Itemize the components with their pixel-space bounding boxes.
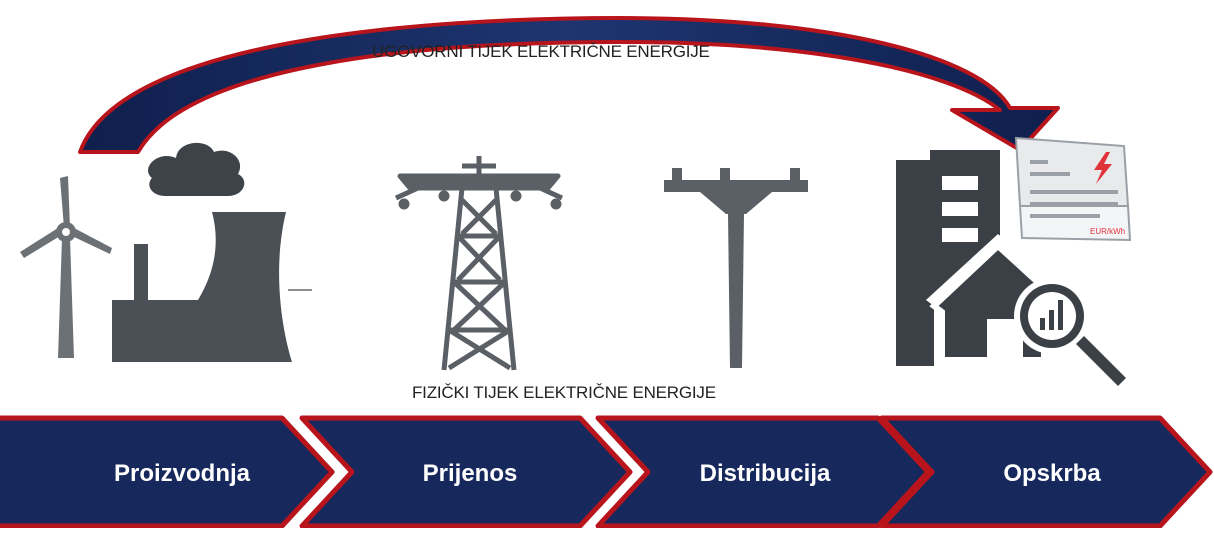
contract-flow-arrow — [78, 16, 1060, 154]
chevron-distribucija: Distribucija — [595, 415, 931, 529]
bill-unit-label: EUR/kWh — [1090, 227, 1125, 236]
contract-flow-caption: UGOVORNI TIJEK ELEKTRIČNE ENERGIJE — [372, 42, 710, 61]
stage-label-prijenos: Prijenos — [423, 460, 518, 487]
transmission-tower-icon — [394, 156, 564, 371]
chevron-opskrba: Opskrba — [879, 415, 1213, 529]
supply-building-icon — [896, 150, 1126, 386]
electricity-bill-icon: EUR/kWh — [1014, 136, 1132, 242]
utility-pole-icon — [664, 168, 808, 368]
physical-flow-caption: FIZIČKI TIJEK ELEKTRIČNE ENERGIJE — [412, 383, 716, 402]
chevron-proizvodnja: Proizvodnja — [0, 415, 335, 529]
stage-label-distribucija: Distribucija — [700, 460, 831, 487]
power-plant-icon — [112, 142, 312, 362]
chevron-prijenos: Prijenos — [299, 415, 633, 529]
wind-turbine-icon — [20, 176, 112, 358]
stage-label-opskrba: Opskrba — [1003, 460, 1101, 487]
stage-label-proizvodnja: Proizvodnja — [114, 460, 251, 487]
